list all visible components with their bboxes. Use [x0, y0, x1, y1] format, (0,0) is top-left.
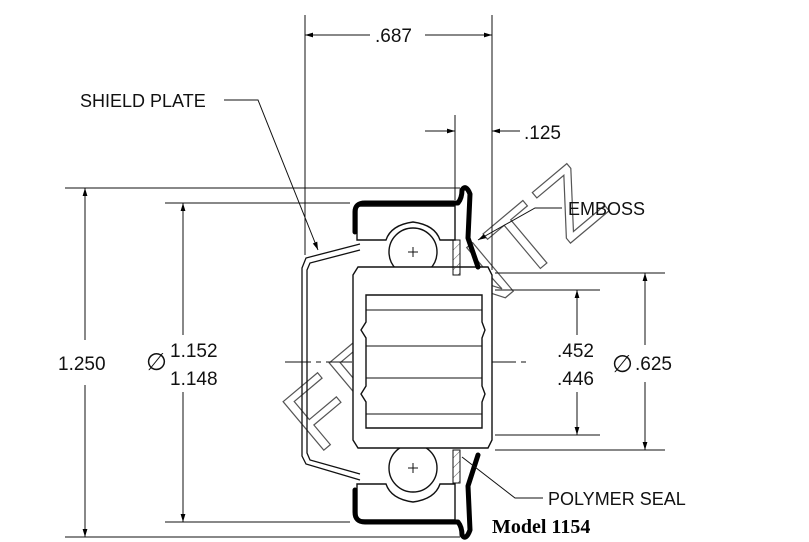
callout-emboss: EMBOSS	[477, 199, 645, 241]
dim-452: .452	[557, 341, 594, 362]
polymer-seal-lower	[452, 449, 461, 484]
label-polymer-seal: POLYMER SEAL	[548, 489, 686, 509]
housing	[352, 185, 481, 270]
dimension-overall-width: .687	[304, 15, 493, 270]
dim-125: .125	[524, 123, 561, 144]
polymer-seal-upper	[452, 239, 461, 276]
callout-polymer-seal: POLYMER SEAL	[461, 456, 686, 509]
shield-plate	[301, 243, 361, 481]
ball	[388, 443, 438, 493]
dimension-hub-diameter: ∅ .625	[495, 272, 672, 451]
model-title: Model 1154	[492, 516, 590, 538]
outer-race	[356, 205, 456, 521]
callout-shield-plate: SHIELD PLATE	[80, 91, 319, 251]
inner-race	[352, 266, 493, 449]
dim-1152: 1.152	[170, 341, 218, 362]
dim-1250: 1.250	[58, 354, 106, 375]
housing-lower	[352, 452, 481, 540]
dimension-outer-diameter: 1.250	[58, 187, 460, 538]
label-shield-plate: SHIELD PLATE	[80, 91, 206, 111]
dimension-flange-offset: .125	[425, 115, 561, 200]
ball	[388, 227, 438, 277]
label-emboss: EMBOSS	[568, 199, 645, 219]
dimension-housing-diameter: ∅ 1.152 1.148	[146, 202, 350, 523]
dim-625: .625	[635, 354, 672, 375]
dim-446: .446	[557, 369, 594, 390]
dim-1148: 1.148	[170, 369, 218, 390]
diameter-symbol: ∅	[146, 349, 167, 376]
dim-687: .687	[375, 26, 412, 47]
diameter-symbol: ∅	[612, 351, 633, 378]
dimension-bore: .452 .446	[495, 289, 600, 436]
